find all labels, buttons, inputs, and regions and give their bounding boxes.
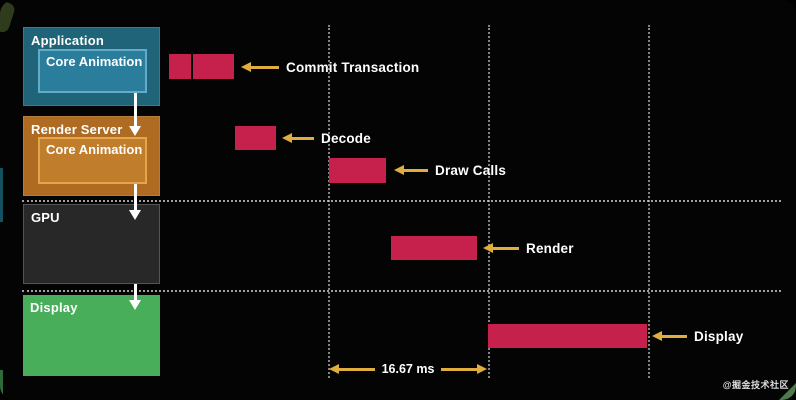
callout-label: Draw Calls [435,162,507,178]
arrow-left-icon [652,331,662,341]
stage-application: Application Core Animation [23,27,160,106]
edge-artifact [0,168,3,222]
callout-label: Display [694,328,744,344]
callout-label: Render [526,240,574,256]
frame-duration-annotation: 16.67 ms [329,361,488,377]
callout-line [404,168,428,172]
watermark: @掘金技术社区 [722,380,789,390]
callout-commit-transaction: Commit Transaction [241,59,420,75]
callout-decode: Decode [282,130,371,146]
corner-artifact [0,370,3,400]
stage-gpu-label: GPU [31,210,60,225]
flow-arrow-gpu-to-display [134,284,137,301]
arrow-left-icon [394,165,404,175]
arrow-down-icon [129,210,141,220]
vsync-gridline [22,290,781,292]
stage-render-server-label: Render Server [31,122,123,137]
stage-render-server: Render Server Core Animation [23,116,160,196]
callout-line [292,136,314,140]
timeline-bar-display [488,324,647,348]
callout-draw-calls: Draw Calls [394,162,507,178]
timeline-bar-commit-transaction-1 [169,54,191,79]
core-animation-label: Core Animation [46,54,143,69]
arrow-left-icon [282,133,292,143]
stage-render-server-core-animation-box: Core Animation [38,137,147,184]
callout-line [662,334,687,338]
timeline-bar-render [391,236,477,260]
arrow-left-icon [241,62,251,72]
arrow-down-icon [129,126,141,136]
timeline-bar-decode [235,126,276,150]
timeline-bar-commit-transaction-2 [193,54,234,79]
arrow-down-icon [129,300,141,310]
corner-artifact [0,0,17,34]
callout-render: Render [483,240,574,256]
flow-arrow-app-to-renderserver [134,93,137,127]
arrow-left-icon [483,243,493,253]
callout-line [251,65,279,69]
callout-label: Decode [321,130,371,146]
stage-application-core-animation-box: Core Animation [38,49,147,93]
stage-display-label: Display [30,300,78,315]
arrow-left-icon [329,364,339,374]
frame-duration-line [441,367,478,371]
callout-label: Commit Transaction [286,59,420,75]
frame-duration-label: 16.67 ms [381,362,435,376]
vsync-gridline [22,200,781,202]
callout-line [493,246,519,250]
core-animation-label: Core Animation [46,142,143,157]
arrow-right-icon [477,364,488,374]
frame-duration-line [339,367,375,371]
stage-display: Display [23,295,160,376]
callout-display: Display [652,328,744,344]
timeline-bar-draw-calls [329,158,386,183]
stage-application-label: Application [31,33,104,48]
flow-arrow-renderserver-to-gpu [134,184,137,211]
